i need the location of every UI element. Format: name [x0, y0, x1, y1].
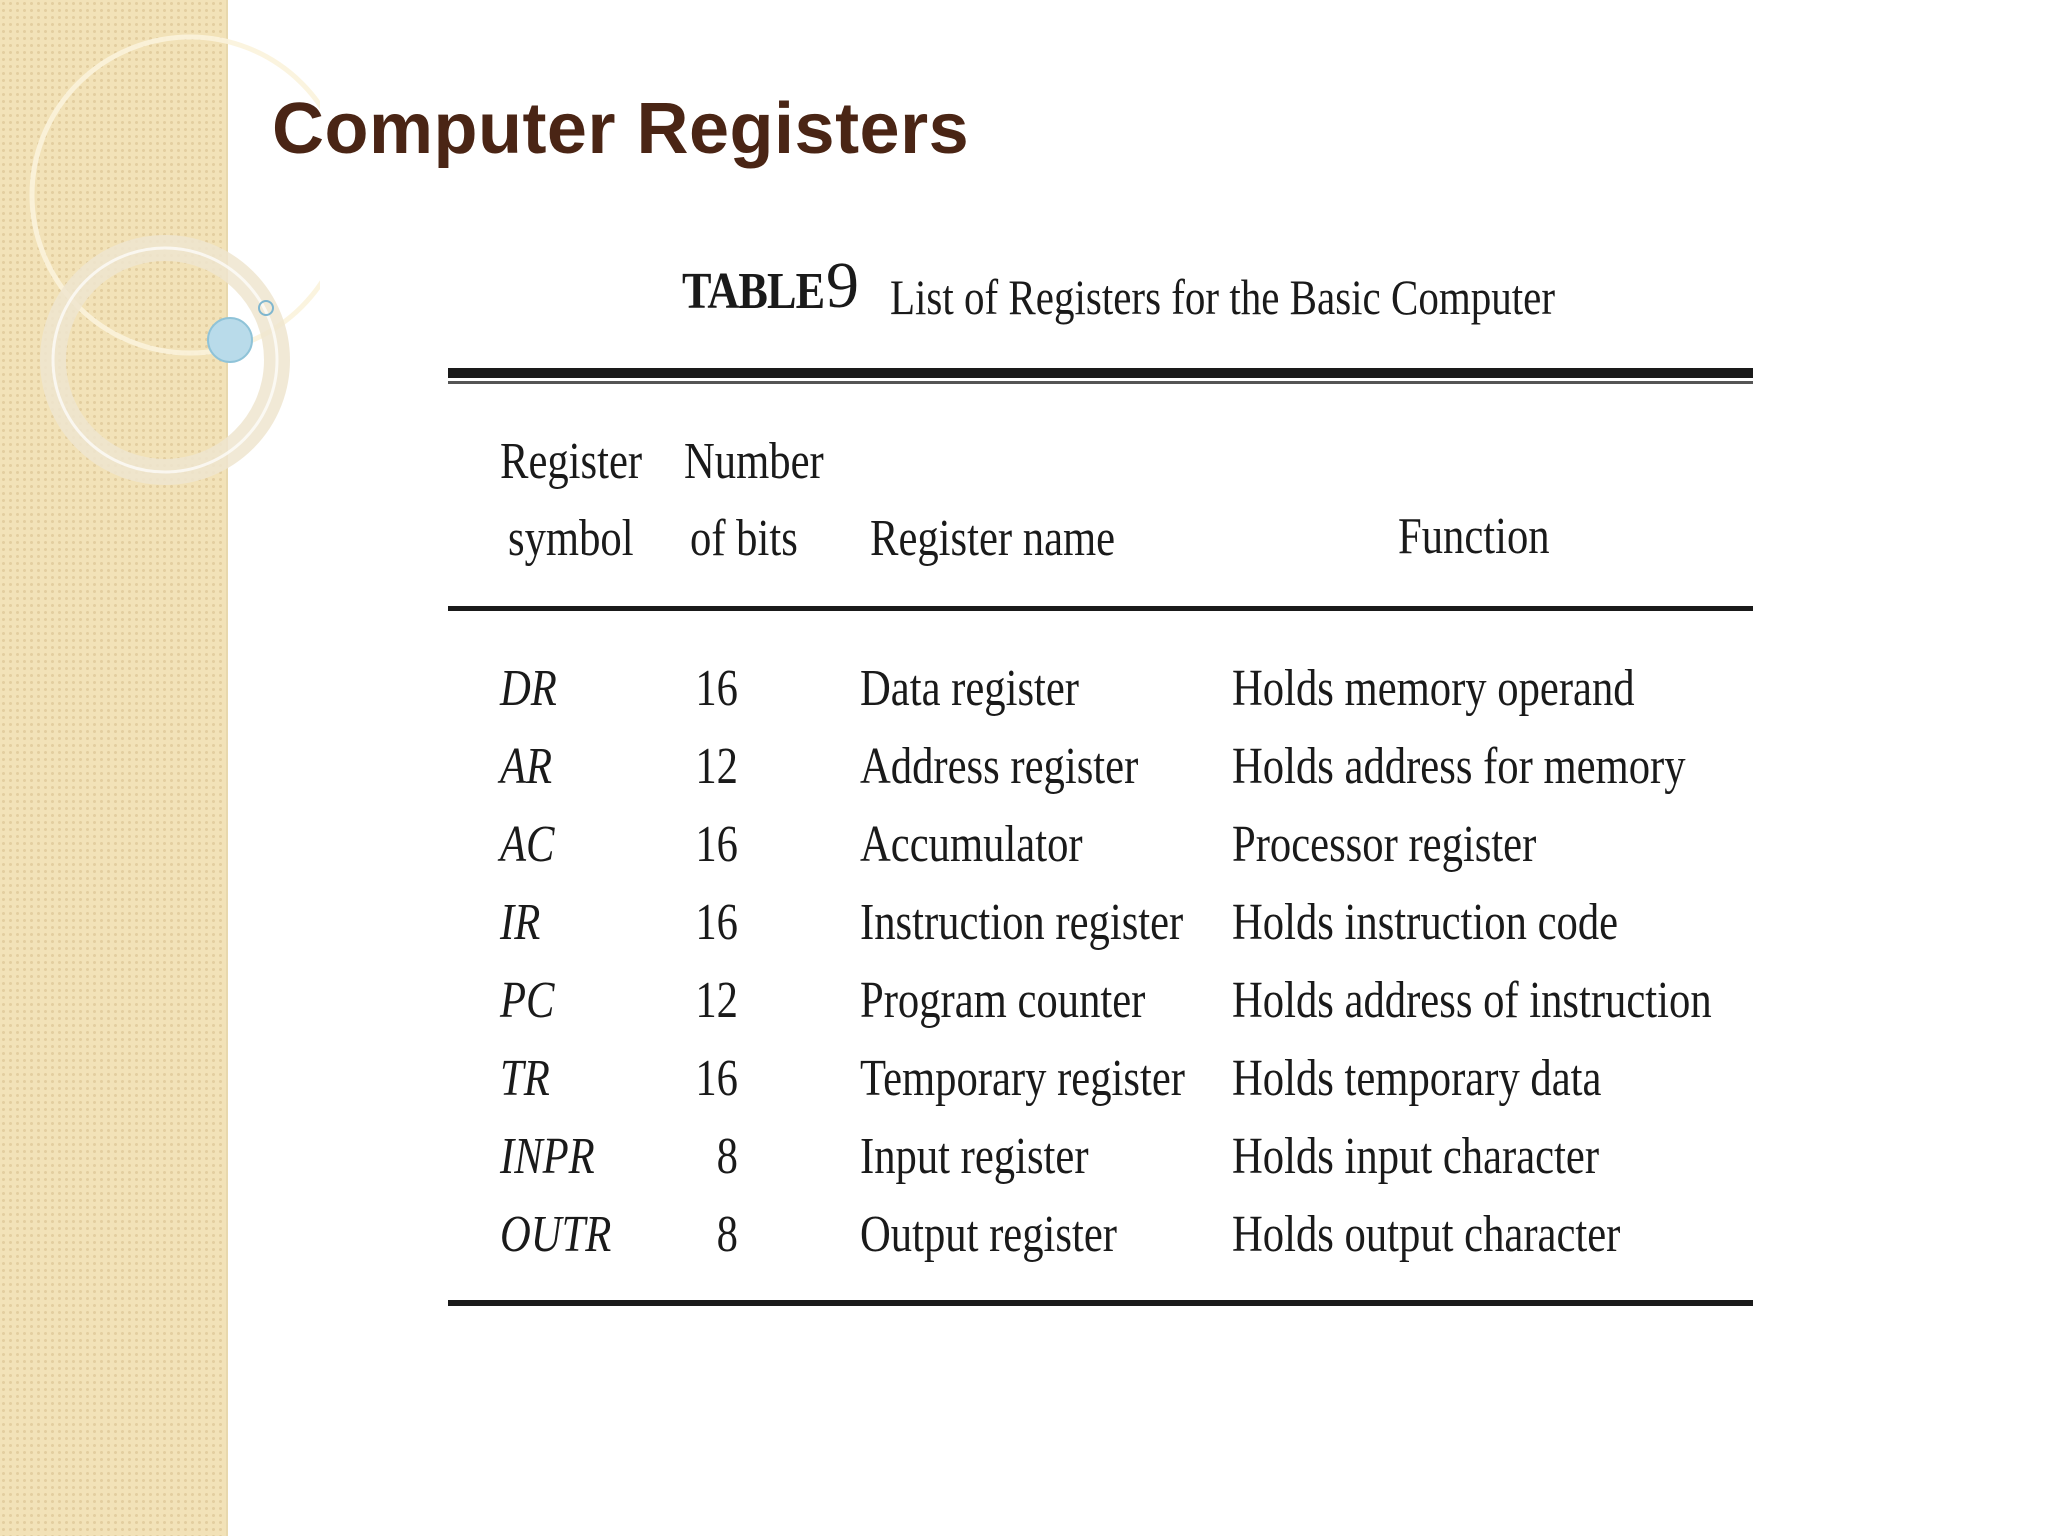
header-symbol-line2: symbol [508, 510, 634, 567]
function-cell: Holds temporary data [1232, 1050, 1602, 1107]
table-row: PC 12 Program counter Holds address of inst… [448, 962, 1753, 1040]
register-symbol-cell: PC [500, 972, 555, 1029]
top-rule [448, 368, 1753, 378]
register-symbol-cell: INPR [500, 1128, 595, 1185]
caption-text: List of Registers for the Basic Computer [890, 269, 1555, 325]
bottom-rule [448, 1300, 1753, 1306]
bits-cell: 12 [695, 738, 738, 795]
register-table: TABLE 9 List of Registers for the Basic … [448, 249, 1758, 1306]
caption-number: 9 [826, 249, 859, 322]
table-row: IR 16 Instruction register Holds instructio… [448, 884, 1753, 962]
function-cell: Holds address of instruction [1232, 972, 1712, 1029]
header-function: Function [1398, 508, 1550, 565]
bits-cell: 16 [695, 1050, 738, 1107]
register-name-cell: Instruction register [860, 894, 1184, 951]
function-cell: Holds memory operand [1232, 660, 1635, 717]
bits-cell: 16 [695, 816, 738, 873]
register-name-cell: Address register [860, 738, 1139, 795]
register-name-cell: Temporary register [860, 1050, 1185, 1107]
table-row: AR 12 Address register Holds address for me… [448, 728, 1753, 806]
slide-title: Computer Registers [272, 89, 970, 169]
register-symbol-cell: AC [500, 816, 555, 873]
function-cell: Processor register [1232, 816, 1537, 873]
register-symbol-cell: TR [500, 1050, 550, 1107]
bits-cell: 8 [716, 1206, 738, 1263]
top-rule-thin [448, 381, 1753, 384]
register-name-cell: Data register [860, 660, 1080, 717]
header-bits-line1: Number [684, 433, 824, 490]
bits-cell: 16 [695, 660, 738, 717]
header-symbol-line1: Register [500, 433, 643, 490]
header-bits-line2: of bits [690, 510, 798, 567]
register-name-cell: Input register [860, 1128, 1089, 1185]
caption-label: TABLE [682, 263, 825, 320]
register-symbol-cell: IR [500, 894, 541, 951]
header-register-name: Register name [870, 510, 1116, 567]
table-caption: TABLE 9 List of Registers for the Basic … [682, 249, 1555, 325]
table-row: OUTR 8 Output register Holds output charact… [448, 1196, 1753, 1274]
function-cell: Holds input character [1232, 1128, 1600, 1185]
function-cell: Holds address for memory [1232, 738, 1686, 795]
decorative-sidebar [0, 0, 228, 1536]
table-row: AC 16 Accumulator Processor register [448, 806, 1753, 884]
bits-cell: 12 [695, 972, 738, 1029]
bits-cell: 8 [716, 1128, 738, 1185]
register-symbol-cell: AR [500, 738, 553, 795]
register-symbol-cell: OUTR [500, 1206, 612, 1263]
register-name-cell: Output register [860, 1206, 1117, 1263]
function-cell: Holds output character [1232, 1206, 1621, 1263]
table-row: TR 16 Temporary register Holds temporary da… [448, 1040, 1753, 1118]
register-symbol-cell: DR [500, 660, 557, 717]
table-row: DR 16 Data register Holds memory operand [448, 650, 1753, 728]
register-name-cell: Accumulator [860, 816, 1083, 873]
function-cell: Holds instruction code [1232, 894, 1619, 951]
table-row: INPR 8 Input register Holds input character [448, 1118, 1753, 1196]
bits-cell: 16 [695, 894, 738, 951]
register-name-cell: Program counter [860, 972, 1146, 1029]
header-rule [448, 606, 1753, 611]
